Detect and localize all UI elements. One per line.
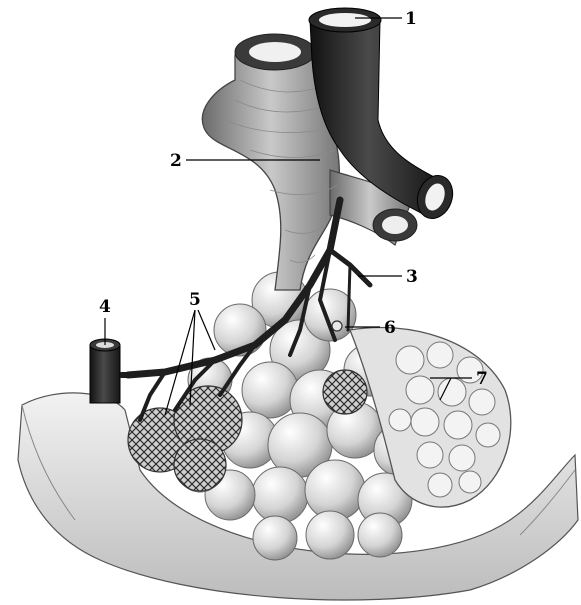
label-2: 2 (170, 151, 182, 171)
label-1: 1 (405, 9, 417, 29)
label-7: 7 (476, 369, 488, 389)
label-4: 4 (99, 297, 111, 317)
label-5: 5 (189, 290, 201, 310)
label-6: 6 (384, 318, 396, 338)
alveolar-duct (332, 321, 342, 331)
cut-vessel (90, 339, 135, 403)
label-3: 3 (406, 267, 418, 287)
